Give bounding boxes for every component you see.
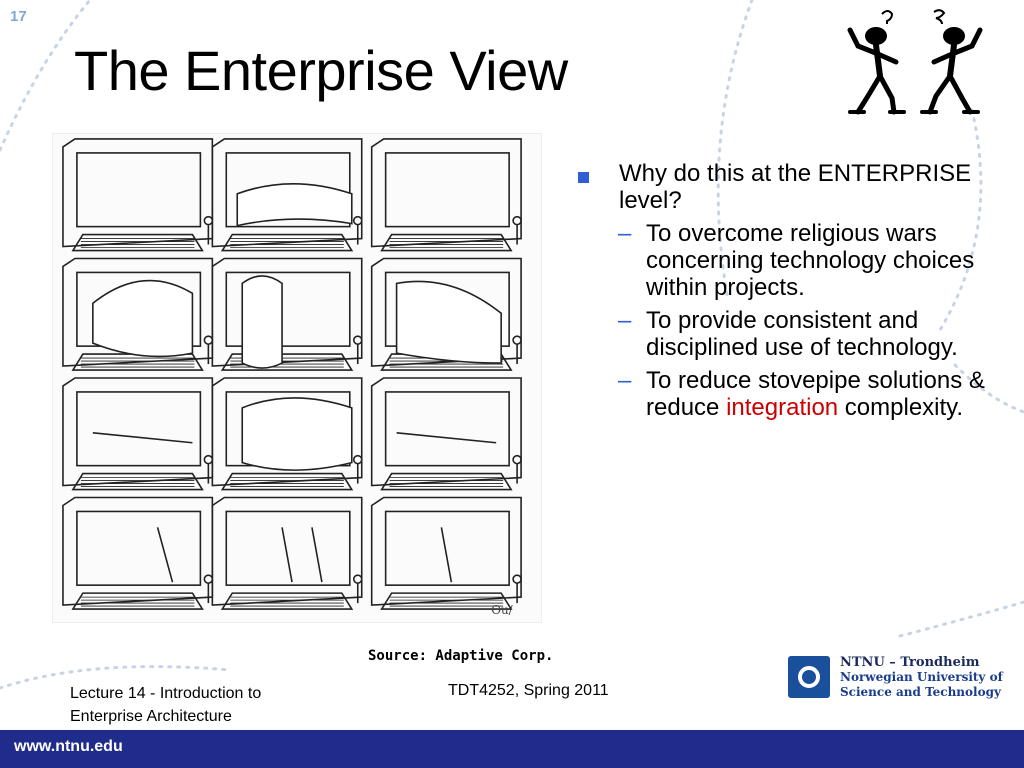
footer-lecture-line-2: Enterprise Architecture [70, 708, 232, 725]
highlight-word: integration [726, 394, 839, 421]
dash-bullet-icon: – [618, 220, 632, 247]
bullet-main-text: Why do this at the ENTERPRISE level? [619, 160, 972, 214]
footer-lecture: Lecture 14 - Introduction to Enterprise … [70, 682, 261, 728]
two-confused-figures-icon [847, 9, 983, 115]
bottom-bar: www.ntnu.edu [0, 730, 1024, 768]
ntnu-logo-icon [788, 656, 830, 698]
bullet-list: Why do this at the ENTERPRISE level? – T… [578, 160, 1008, 421]
footer-url[interactable]: www.ntnu.edu [14, 738, 123, 755]
slide-title: The Enterprise View [74, 39, 568, 102]
sub-bullet-text-start: To reduce stovepipe solutions & reduce [646, 367, 985, 421]
sub-bullet-text-end: complexity. [838, 394, 964, 421]
sub-bullet-text: To provide consistent and disciplined us… [646, 307, 958, 361]
sub-bullet: – To provide consistent and disciplined … [578, 307, 1008, 361]
sub-bullet: – To overcome religious wars concerning … [578, 220, 1008, 301]
dash-bullet-icon: – [618, 307, 632, 334]
sub-bullet-list: – To overcome religious wars concerning … [578, 220, 1008, 421]
logo-line-3: Science and Technology [840, 685, 1001, 699]
elephant-across-monitors-illustration: Ou/ [52, 133, 542, 623]
slide-number: 17 [10, 8, 27, 25]
footer-course: TDT4252, Spring 2011 [448, 682, 609, 699]
sub-bullet-text: To overcome religious wars concerning te… [646, 220, 975, 301]
logo-line-1: NTNU – Trondheim [840, 655, 980, 670]
logo-line-2: Norwegian University of [840, 670, 1003, 684]
source-caption: Source: Adaptive Corp. [368, 648, 554, 664]
sub-bullet: – To reduce stovepipe solutions & reduce… [578, 367, 1008, 421]
ntnu-logo-text: NTNU – Trondheim Norwegian University of… [840, 655, 1003, 700]
dash-bullet-icon: – [618, 367, 632, 394]
svg-text:Ou/: Ou/ [491, 603, 513, 617]
sub-bullet-text: To reduce stovepipe solutions & reduce i… [646, 367, 1008, 421]
footer-lecture-line-1: Lecture 14 - Introduction to [70, 685, 262, 702]
square-bullet-icon [578, 172, 589, 183]
bullet-main: Why do this at the ENTERPRISE level? [578, 160, 1008, 214]
